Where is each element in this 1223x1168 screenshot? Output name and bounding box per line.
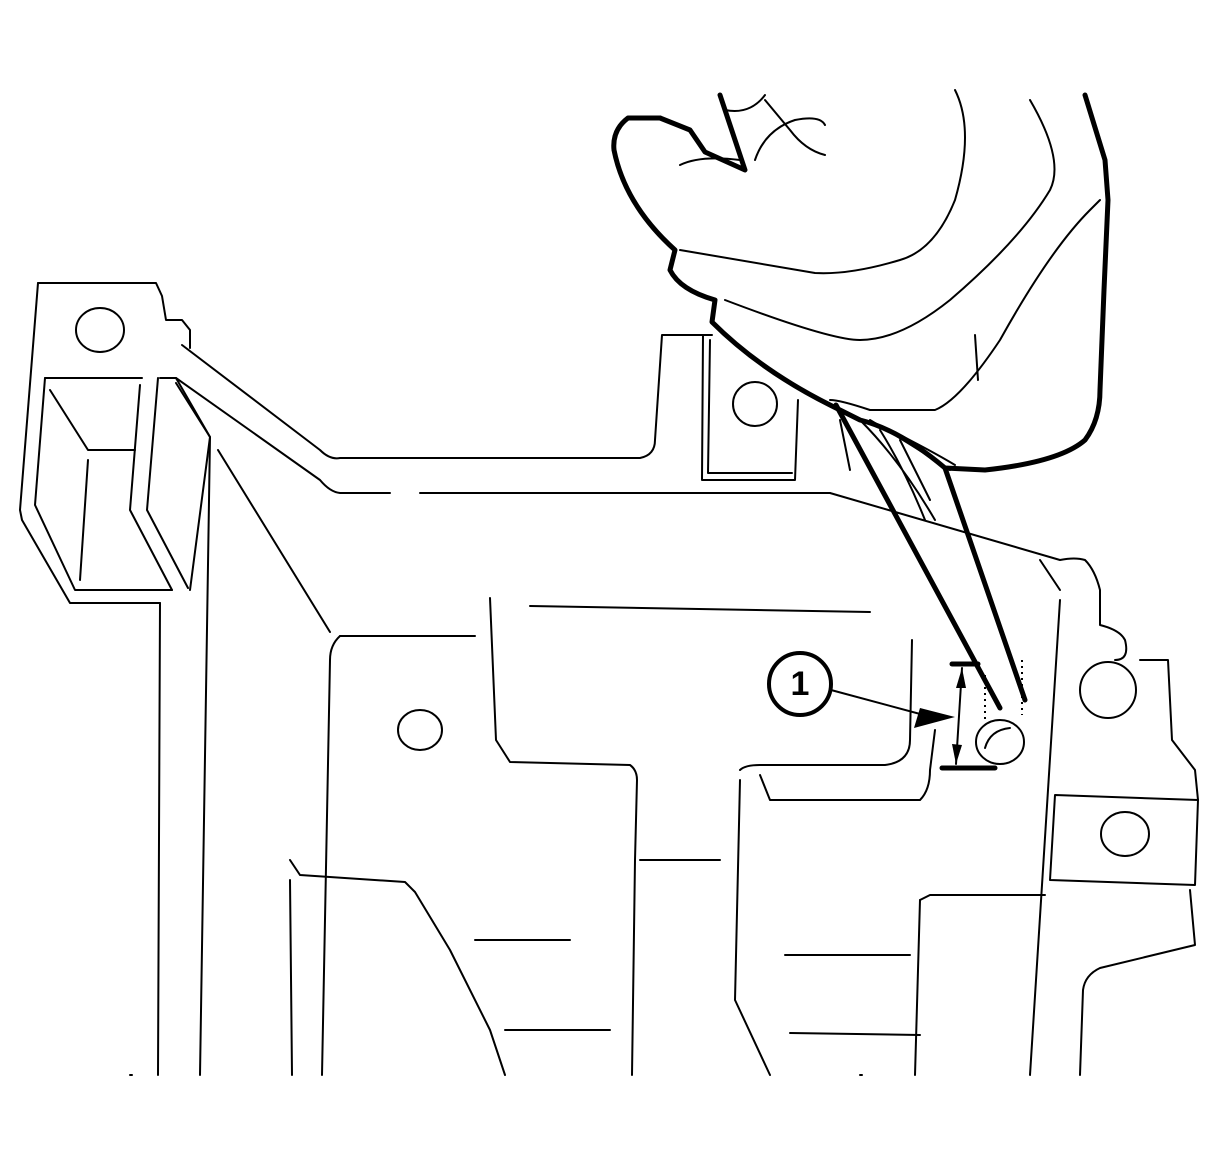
callout-number: 1 [790, 665, 810, 703]
measuring-tool [833, 402, 1028, 720]
dimension-arrow-up-icon [956, 668, 966, 688]
left-bracket [19, 282, 401, 1076]
pin-measurement [939, 661, 1025, 771]
callout-circle [767, 651, 833, 717]
callout-arrow-icon [914, 708, 955, 728]
callout-1 [767, 651, 955, 728]
main-casting [129, 334, 1199, 1076]
dimension-arrow-down-icon [952, 744, 962, 764]
hand-illustration [611, 89, 1111, 473]
